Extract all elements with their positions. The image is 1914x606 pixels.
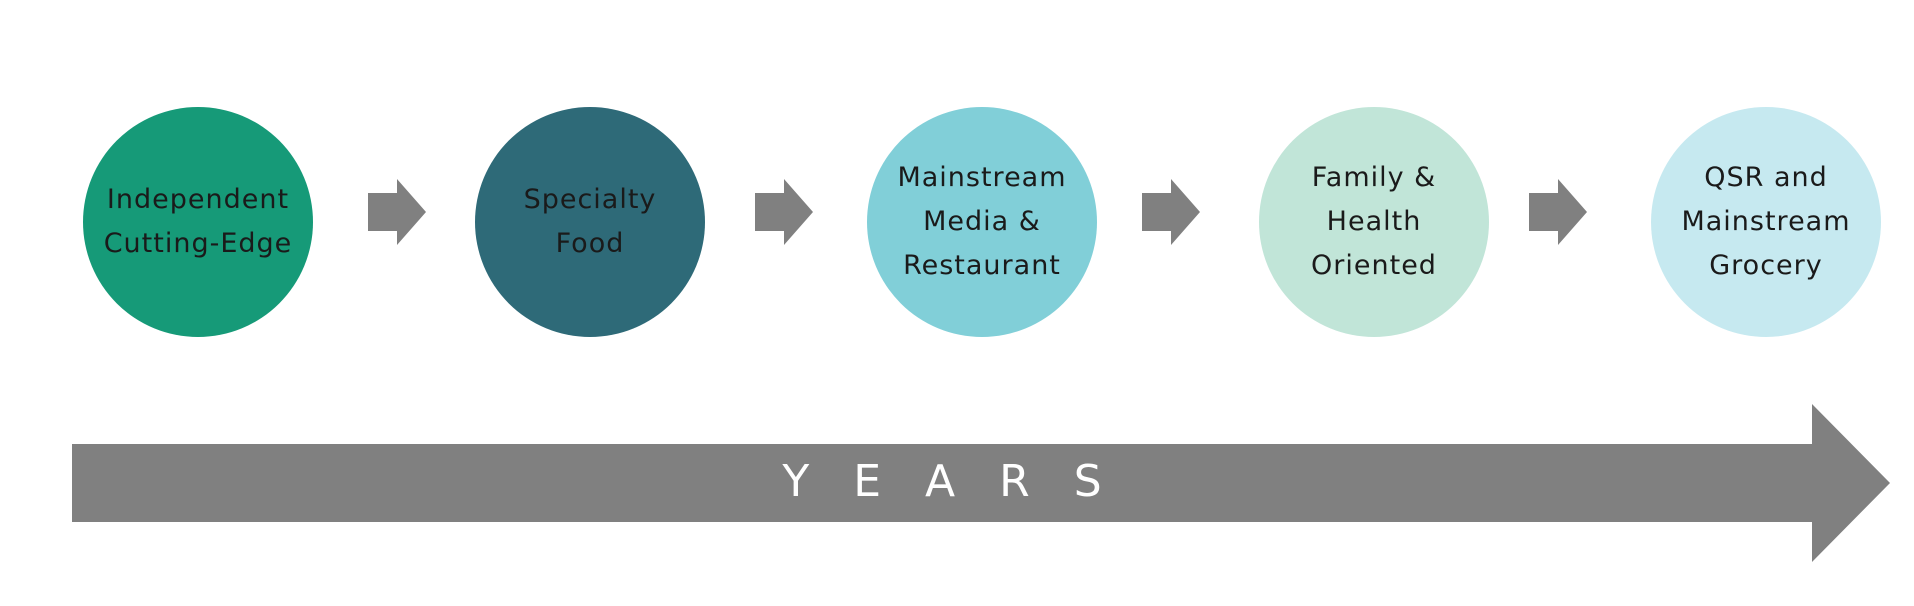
stage-label: QSR and Mainstream Grocery bbox=[1681, 162, 1851, 281]
stage-label: Family & Health Oriented bbox=[1311, 162, 1437, 281]
step-arrow-icon bbox=[1142, 179, 1200, 245]
stage-circle-qsr-mainstream-grocery: QSR and Mainstream Grocery bbox=[1651, 107, 1881, 337]
stage-label: Specialty Food bbox=[523, 184, 657, 259]
timeline-label: YEARS bbox=[782, 455, 1146, 507]
stage-circle-mainstream-media-restaurant: Mainstream Media & Restaurant bbox=[867, 107, 1097, 337]
stage-label: Mainstream Media & Restaurant bbox=[897, 162, 1067, 281]
step-arrow-icon bbox=[368, 179, 426, 245]
stage-circle-independent-cutting-edge: Independent Cutting-Edge bbox=[83, 107, 313, 337]
stage-label: Independent Cutting-Edge bbox=[103, 184, 293, 259]
timeline-arrow-icon bbox=[72, 404, 1890, 562]
step-arrow-icon bbox=[755, 179, 813, 245]
stage-circle-specialty-food: Specialty Food bbox=[475, 107, 705, 337]
stage-circle-family-health-oriented: Family & Health Oriented bbox=[1259, 107, 1489, 337]
step-arrow-icon bbox=[1529, 179, 1587, 245]
